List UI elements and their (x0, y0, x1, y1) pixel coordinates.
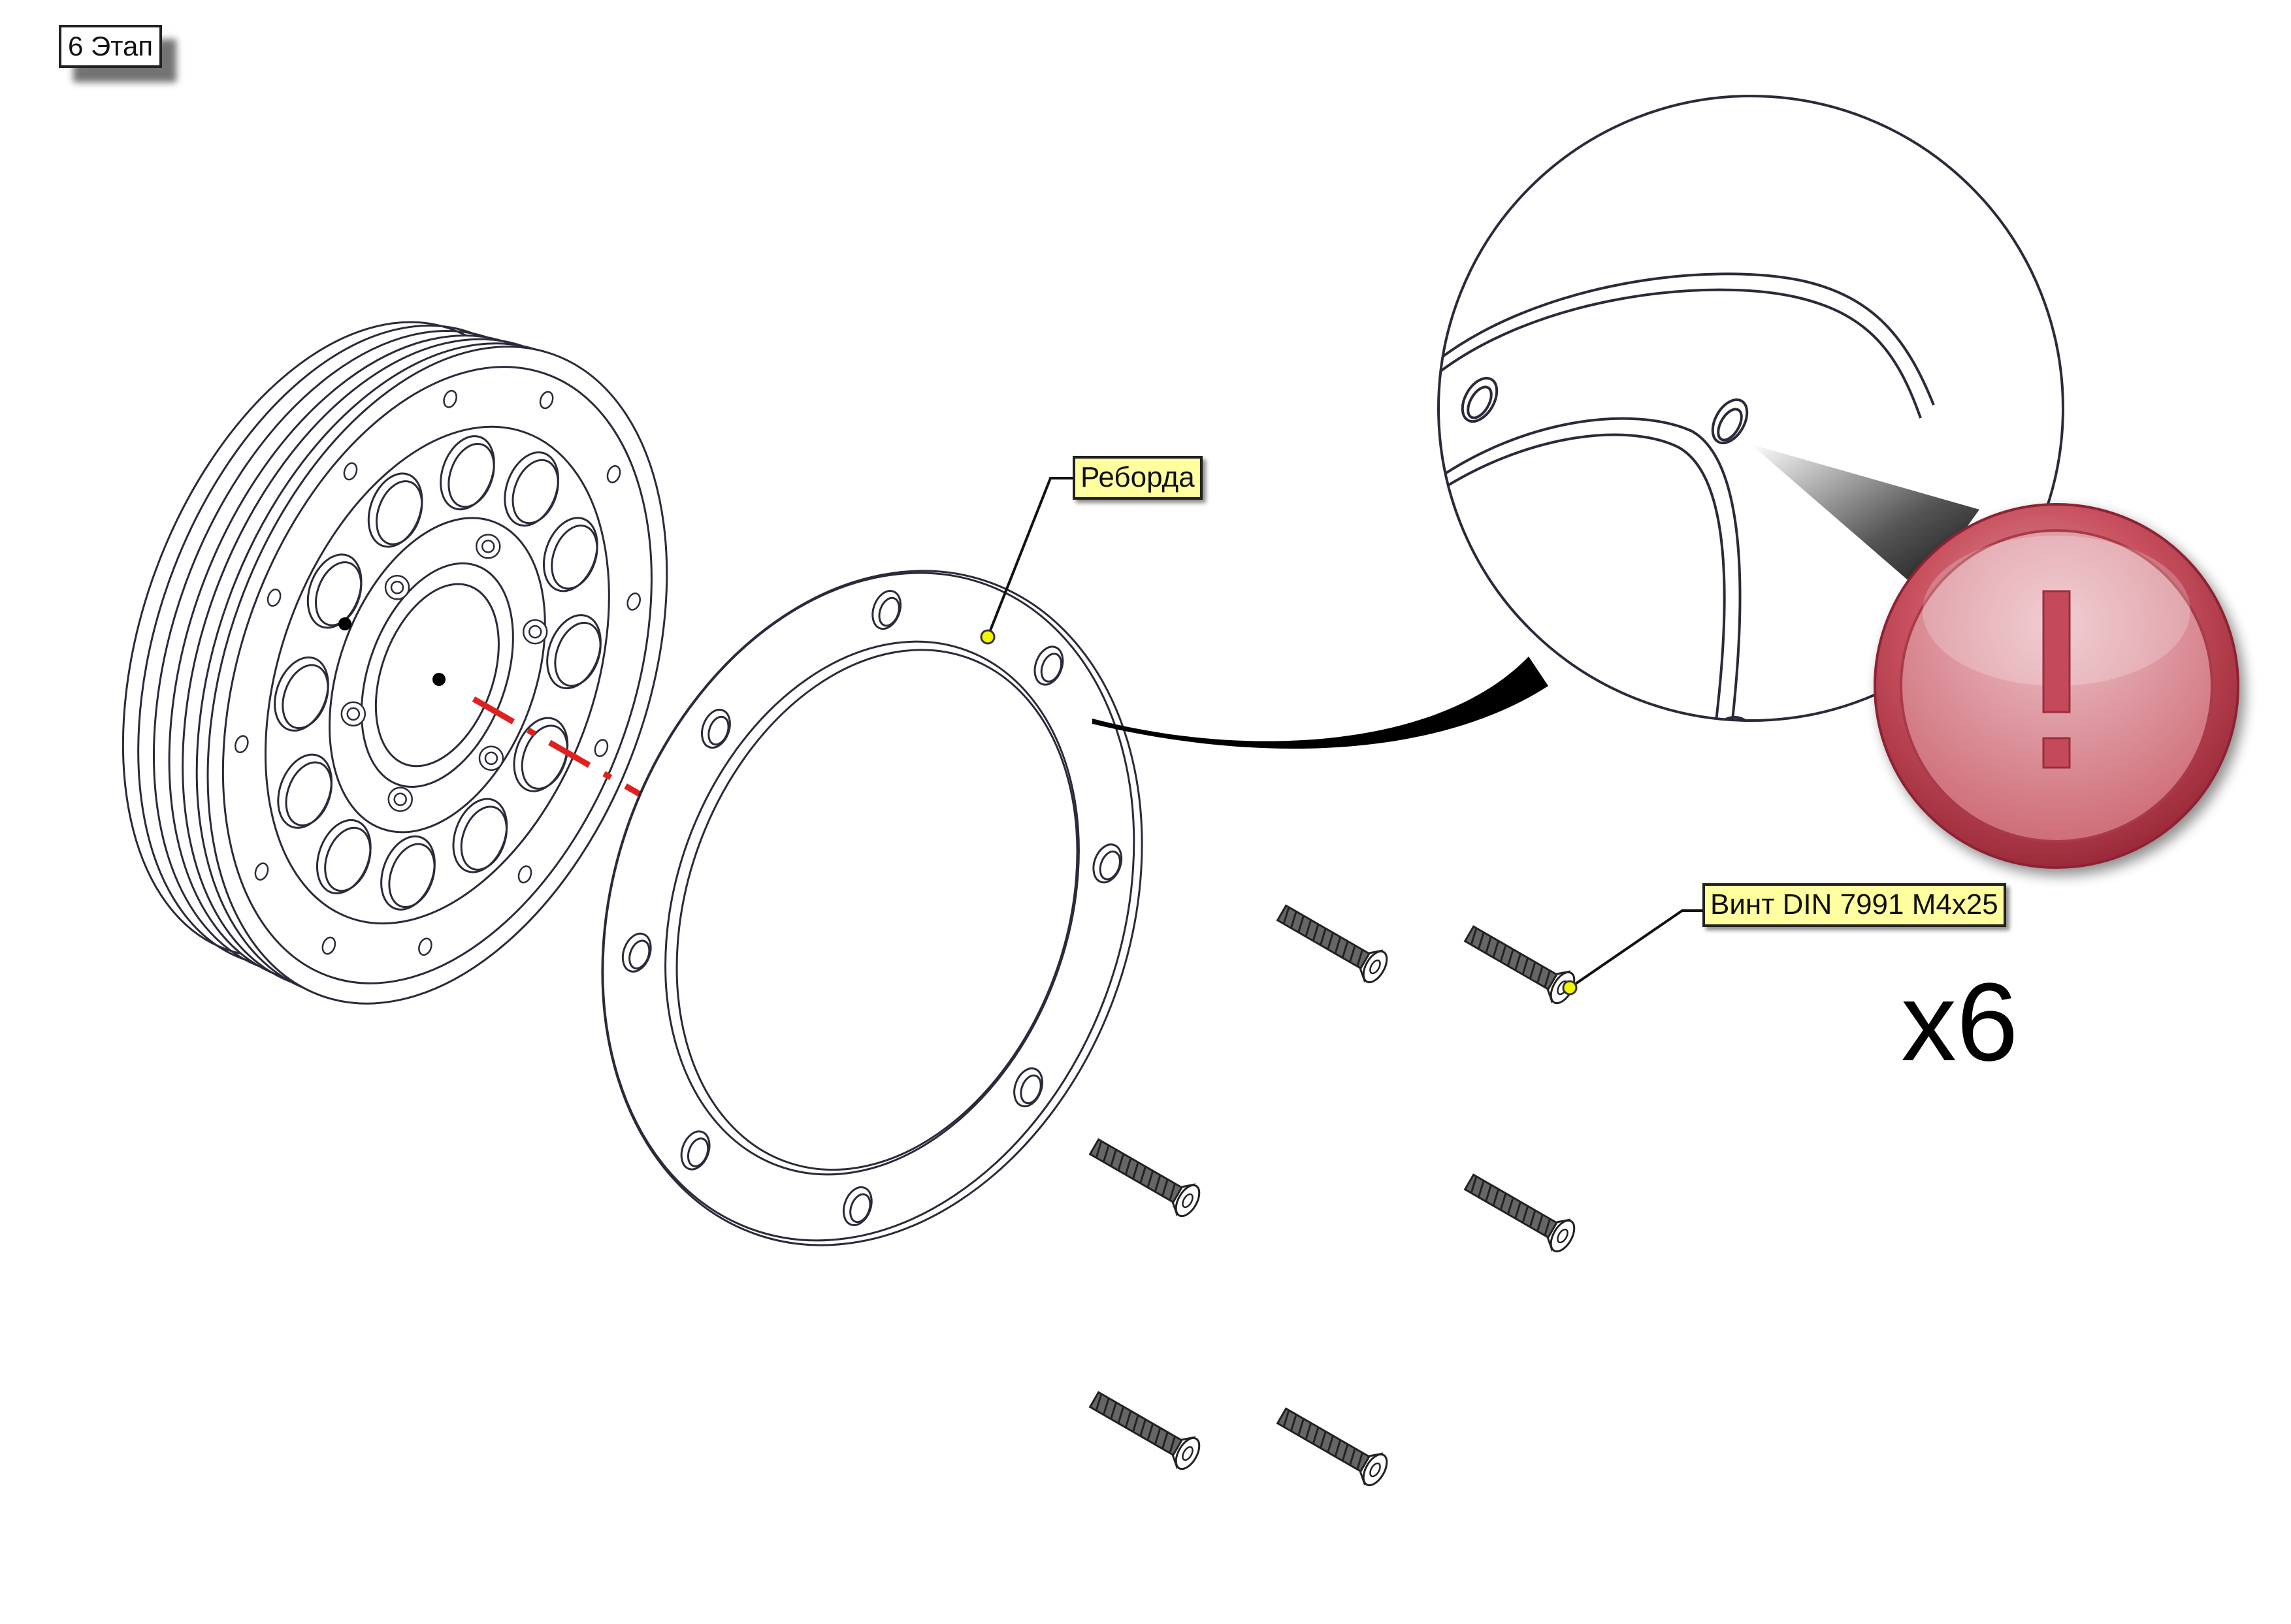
detail-magnifier-icon (1092, 95, 2064, 749)
pulley-wheel (122, 321, 668, 1005)
screw-callout-dot (1562, 980, 1578, 996)
stage-label: 6 Этап (59, 25, 163, 69)
screw-callout-label: Винт DIN 7991 M4x25 (1702, 883, 2006, 927)
screw-group (1088, 904, 1576, 1487)
flange-callout-label: Реборда (1073, 456, 1203, 500)
flange-leader-line (986, 477, 1075, 638)
quantity-label: x6 (1901, 960, 2019, 1084)
screw (1463, 1173, 1576, 1253)
flange-ring (601, 570, 1143, 1246)
exclamation-warning-icon (1874, 503, 2239, 869)
screw (1276, 904, 1388, 984)
screw (1088, 1391, 1201, 1470)
screw-leader-line (1568, 909, 1705, 989)
screw (1088, 1138, 1201, 1218)
screw (1463, 925, 1576, 1005)
flange-callout-dot (980, 629, 996, 645)
screw (1276, 1407, 1388, 1487)
